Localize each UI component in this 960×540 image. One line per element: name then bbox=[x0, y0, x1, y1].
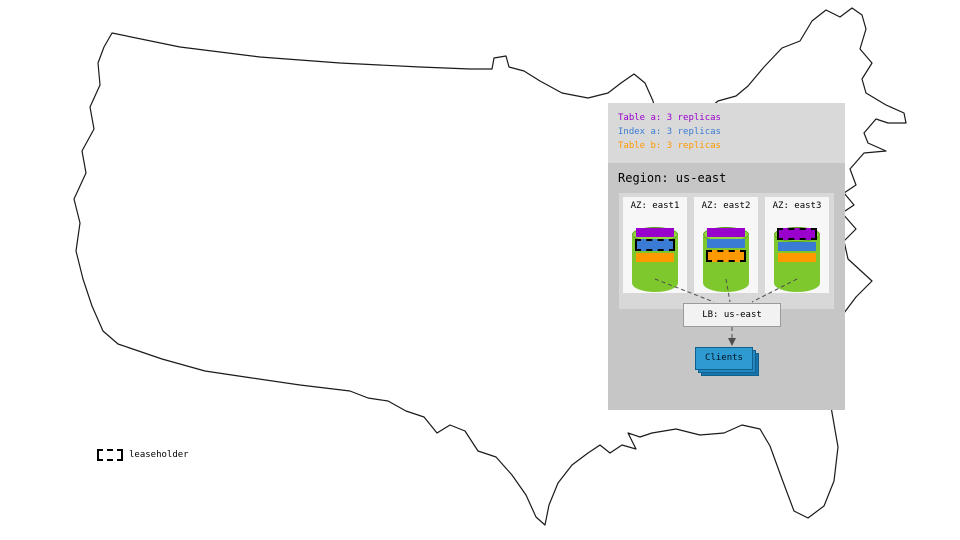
clients-stack: Clients bbox=[695, 347, 759, 376]
replication-panel: Table a: 3 replicas Index a: 3 replicas … bbox=[608, 103, 845, 410]
db-cylinder bbox=[703, 227, 749, 292]
leaseholder-legend-label: leaseholder bbox=[129, 450, 189, 460]
legend-item-table-b: Table b: 3 replicas bbox=[618, 141, 721, 151]
replica-legend: Table a: 3 replicas Index a: 3 replicas … bbox=[608, 103, 845, 153]
db-cylinder bbox=[632, 227, 678, 292]
legend-item-table-a: Table a: 3 replicas bbox=[618, 113, 721, 123]
legend-item-index-a: Index a: 3 replicas bbox=[618, 127, 721, 137]
clients-box: Clients bbox=[695, 347, 753, 370]
region-title: Region: us-east bbox=[618, 171, 727, 185]
az-label: AZ: east3 bbox=[772, 201, 822, 211]
replica-bar-table-a bbox=[636, 228, 674, 237]
replica-bar-table-a bbox=[707, 228, 745, 237]
replica-bar-table-b-leaseholder bbox=[706, 250, 746, 262]
replica-bar-table-a-leaseholder bbox=[777, 228, 817, 240]
az-label: AZ: east2 bbox=[701, 201, 751, 211]
replica-bar-index-a-leaseholder bbox=[635, 239, 675, 251]
replica-bar-index-a bbox=[707, 239, 745, 248]
az-label: AZ: east1 bbox=[630, 201, 680, 211]
load-balancer-box: LB: us-east bbox=[683, 303, 781, 327]
db-cylinder bbox=[774, 227, 820, 292]
region-box: Region: us-east AZ: east1 AZ: east2 bbox=[608, 163, 845, 410]
leaseholder-legend: leaseholder bbox=[97, 449, 189, 461]
replica-bar-index-a bbox=[778, 242, 816, 251]
replica-bar-table-b bbox=[778, 253, 816, 262]
az-box-east1: AZ: east1 bbox=[623, 197, 687, 293]
az-box-east3: AZ: east3 bbox=[765, 197, 829, 293]
leaseholder-swatch-icon bbox=[97, 449, 123, 461]
az-box-east2: AZ: east2 bbox=[694, 197, 758, 293]
az-container: AZ: east1 AZ: east2 bbox=[619, 193, 834, 309]
replica-bar-table-b bbox=[636, 253, 674, 262]
